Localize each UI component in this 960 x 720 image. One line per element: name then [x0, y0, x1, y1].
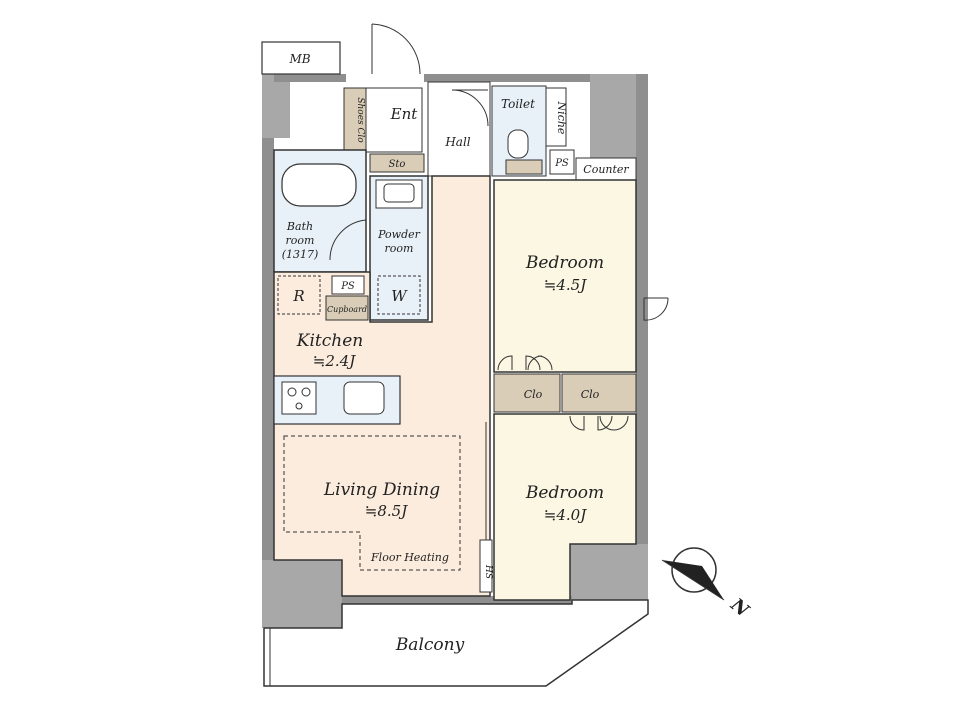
floor-heating-label: Floor Heating: [370, 551, 449, 564]
bedroom-2: [493, 413, 637, 601]
ps-box-top: [549, 149, 575, 175]
balcony: [263, 599, 649, 687]
powder-label-2: room: [385, 242, 414, 255]
bedroom1-label: Bedroom: [525, 253, 604, 273]
bedroom1-window-door-icon: [643, 297, 669, 321]
niche-label: Niche: [555, 101, 568, 135]
sink-basin: [383, 183, 415, 203]
hall-door-icon: [451, 89, 489, 127]
clo2-label: Clo: [581, 388, 600, 401]
niche: [545, 87, 567, 147]
balcony-label: Balcony: [395, 635, 465, 655]
structure-walls: [262, 74, 648, 628]
bedroom2-area-label: ≒4.0J: [544, 506, 587, 524]
entrance-door-icon: [371, 23, 421, 75]
refrigerator-space: [277, 275, 321, 315]
bedroom2-label: Bedroom: [525, 483, 604, 503]
kitchen-sink-icon: [343, 381, 385, 415]
ps-top-label: PS: [554, 158, 569, 169]
hall-area: [427, 81, 491, 177]
bedroom-1: [493, 179, 637, 373]
clo1-label: Clo: [524, 388, 543, 401]
cupboard-label: Cupboard: [327, 305, 367, 314]
bedroom1-area-label: ≒4.5J: [544, 276, 587, 294]
bath-door-icon: [329, 219, 367, 261]
toilet-tank: [505, 159, 543, 175]
ps-kitchen-label: PS: [340, 281, 355, 292]
cupboard: [325, 295, 369, 321]
bath-label-2: room: [286, 234, 315, 247]
kitchen-area-label: ≒2.4J: [313, 352, 356, 370]
hall-label: Hall: [444, 135, 470, 149]
closet-1: [493, 373, 561, 413]
mb-label: MB: [288, 52, 310, 66]
toilet-label: Toilet: [501, 97, 535, 111]
entrance-area: [365, 87, 423, 153]
floor-heating-zone: [283, 435, 461, 571]
powder-label-1: Powder: [377, 228, 421, 241]
toilet-icon: [507, 129, 529, 159]
ent-label: Ent: [390, 105, 419, 123]
living-label: Living Dining: [323, 480, 440, 500]
bath-label-3: (1317): [282, 248, 319, 261]
hs-label: HS: [483, 564, 493, 579]
ps-box-kitchen: [331, 275, 365, 295]
w-label: W: [391, 287, 408, 305]
storage-sto: [369, 153, 425, 173]
north-label: N: [726, 594, 754, 622]
counter-label: Counter: [583, 163, 629, 176]
bathtub-icon: [281, 163, 357, 207]
bedroom2-closet-doors-icon: [569, 415, 629, 431]
bath-label-1: Bath: [286, 220, 313, 233]
closet-2: [561, 373, 637, 413]
north-compass-icon: N: [661, 547, 754, 622]
sto-label: Sto: [389, 159, 406, 170]
living-area-label: ≒8.5J: [365, 502, 408, 520]
washer-space: [377, 275, 421, 315]
kitchen-label: Kitchen: [296, 331, 363, 351]
shoes-clo-label: Shoes Clo: [355, 97, 365, 143]
mb-box: [261, 41, 341, 75]
bedroom1-closet-doors-icon: [497, 355, 553, 371]
r-label: R: [292, 287, 304, 305]
